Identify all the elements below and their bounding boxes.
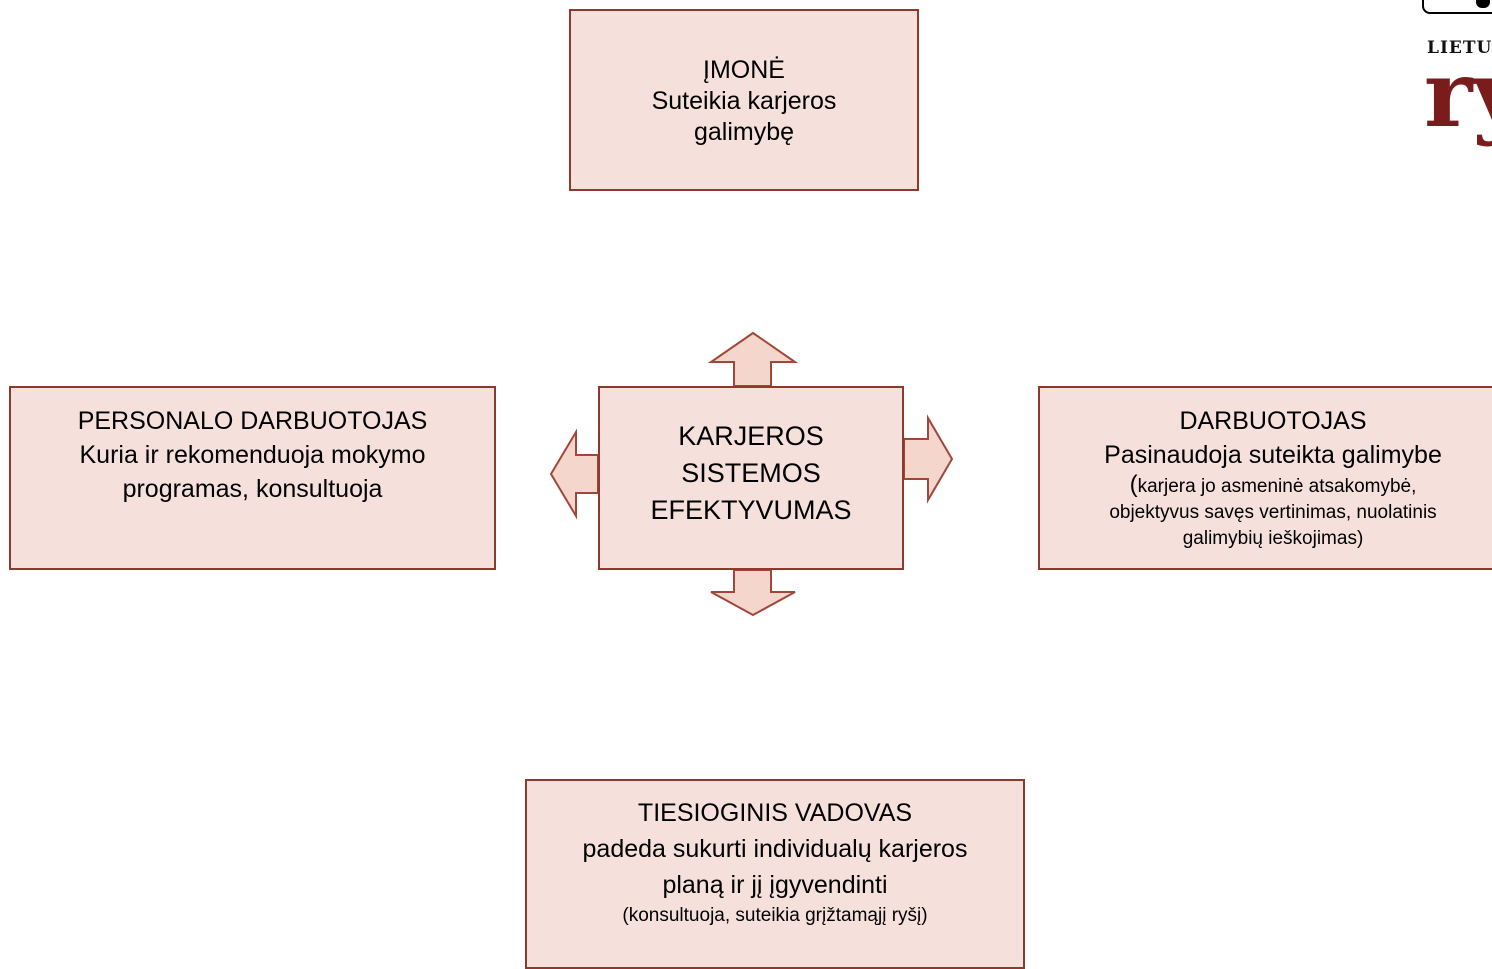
logo-letters: ry [1424,40,1492,148]
publisher-logo: LIETU ry [1412,0,1492,150]
darbuotojas-note-1: (karjera jo asmeninė atsakomybė, [1040,472,1492,500]
imone-title: ĮMONĖ [703,56,785,84]
center-line-3: EFEKTYVUMAS [650,495,852,525]
personalo-title: PERSONALO DARBUOTOJAS [77,407,428,435]
personalo-darbuotojas-box: PERSONALO DARBUOTOJAS Kuria ir rekomendu… [9,386,496,570]
imone-line-1: Suteikia karjeros [651,87,837,115]
darbuotojas-note-1-text: karjera jo asmeninė atsakomybė, [1137,476,1417,497]
arrow-right [903,414,954,504]
tiesioginis-title: TIESIOGINIS VADOVAS [637,799,913,827]
darbuotojas-title: DARBUOTOJAS [1179,407,1367,435]
career-system-efficiency-box: KARJEROS SISTEMOS EFEKTYVUMAS [598,386,904,570]
logo-wordmark: LIETU [1427,38,1492,58]
center-line-2: SISTEMOS [681,458,821,488]
imone-line-2: galimybę [693,118,795,146]
tiesioginis-note: (konsultuoja, suteikia grįžtamąjį ryšį) [622,905,928,926]
darbuotojas-line-1: Pasinaudoja suteikta galimybe [1104,441,1442,469]
personalo-line-1: Kuria ir rekomenduoja mokymo [79,441,426,469]
tiesioginis-line-1: padeda sukurti individualų karjeros [582,835,968,863]
arrow-left [549,428,599,520]
darbuotojas-paren: ( [1129,471,1138,498]
center-line-1: KARJEROS [678,421,824,451]
darbuotojas-note-2: objektyvus savęs vertinimas, nuolatinis [1109,502,1437,523]
personalo-line-2: programas, konsultuoja [122,475,383,503]
logo-badge [1422,0,1492,14]
tiesioginis-vadovas-box: TIESIOGINIS VADOVAS padeda sukurti indiv… [525,779,1025,969]
darbuotojas-box: DARBUOTOJAS Pasinaudoja suteikta galimyb… [1038,386,1492,570]
tiesioginis-line-2: planą ir jį įgyvendinti [662,871,888,899]
imone-box: ĮMONĖ Suteikia karjeros galimybę [569,9,919,191]
arrow-down [710,569,796,617]
arrow-up [707,331,799,387]
darbuotojas-note-3: galimybių ieškojimas) [1182,528,1364,549]
